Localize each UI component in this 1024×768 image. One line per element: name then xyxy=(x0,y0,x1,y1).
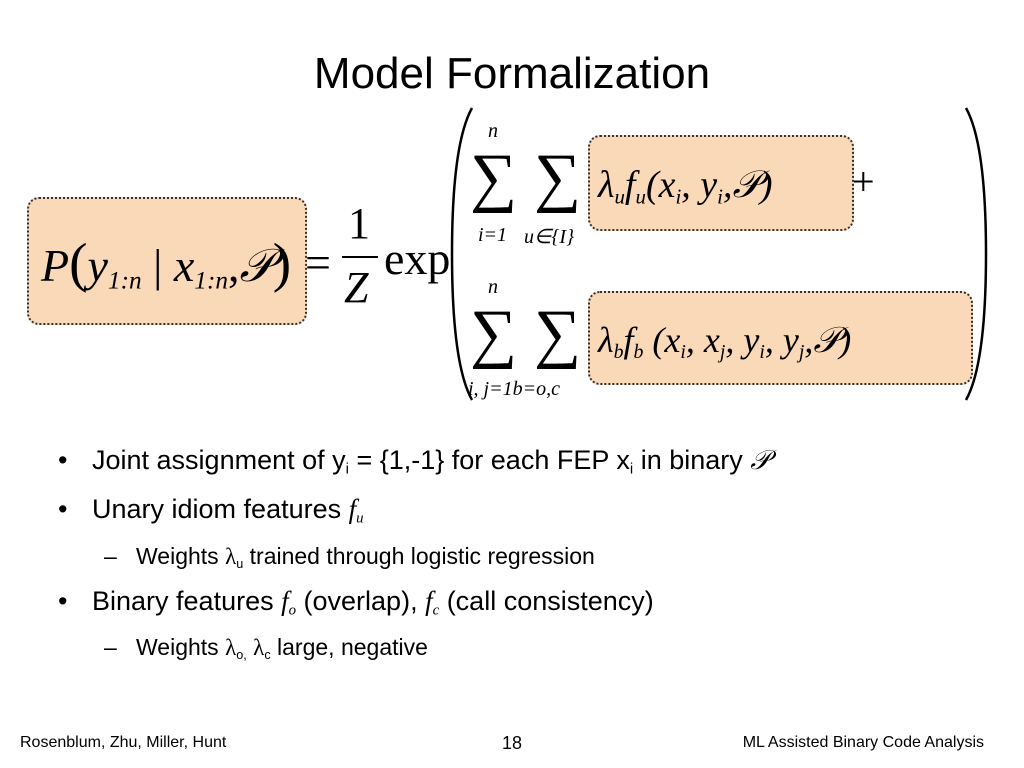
bullet-text-part: Binary features xyxy=(92,585,282,616)
footer-authors: Rosenblum, Zhu, Miller, Hunt xyxy=(20,734,227,751)
term2-p: ,𝒫) xyxy=(804,320,852,360)
bullet-text-part: Joint assignment of y xyxy=(92,445,346,475)
big-left-paren xyxy=(450,107,474,401)
lhs-close-paren: ) xyxy=(272,232,292,293)
bullet-text: Weights λu trained through logistic regr… xyxy=(136,539,595,581)
lambda-u: λ xyxy=(598,164,615,206)
bullet-text: Weights λo, λc large, negative xyxy=(136,630,428,672)
lhs-x-sub: 1:n xyxy=(194,266,229,295)
bullet-list: • Joint assignment of yi = {1,-1} for ea… xyxy=(58,440,978,672)
sum2-upper-limit: n xyxy=(488,276,498,298)
term2-yj: , y xyxy=(764,320,799,360)
term1-y-sub: i xyxy=(717,184,723,209)
lambda-u-sub: u xyxy=(614,184,625,209)
footer-presentation-title: ML Assisted Binary Code Analysis xyxy=(742,734,984,751)
symbol-sub: u xyxy=(356,510,364,527)
sum1-i-symbol: ∑ xyxy=(470,141,518,214)
bullet-text-part: Unary idiom features xyxy=(92,494,349,525)
symbol-sub: c xyxy=(432,602,440,619)
bullet-text-part: in binary xyxy=(633,445,751,475)
fraction-bar xyxy=(342,256,378,258)
bullet-text: Unary idiom features fu xyxy=(92,489,364,538)
subbullet-binary-weights: – Weights λo, λc large, negative xyxy=(104,630,978,672)
unary-term-box: λufu(xi, yi,𝒫) xyxy=(588,135,854,231)
binary-term-box: λbfb (xi, xj, yi, yj,𝒫) xyxy=(588,291,973,385)
symbol-sub: o, xyxy=(236,647,247,662)
slide-title: Model Formalization xyxy=(313,49,711,98)
prob-p: P xyxy=(41,240,70,291)
bullet-sub: i xyxy=(629,461,634,478)
lambda-symbol: λ xyxy=(225,635,237,661)
big-right-paren xyxy=(964,107,988,401)
lambda-b-sub: b xyxy=(613,340,624,363)
lhs-comma: , xyxy=(228,240,240,291)
fraction-denominator: Z xyxy=(344,263,369,312)
bullet-binary-features: • Binary features fo (overlap), fc (call… xyxy=(58,581,978,630)
bullet-text-part: Weights xyxy=(136,634,226,661)
lhs-x: x xyxy=(173,240,195,291)
term1-x: (x xyxy=(645,164,676,206)
sum1-lower-i: i=1 xyxy=(478,224,508,246)
dash-marker: – xyxy=(104,634,117,661)
bullet-text: Joint assignment of yi = {1,-1} for each… xyxy=(92,440,770,489)
bullet-text: Binary features fo (overlap), fc (call c… xyxy=(92,581,654,630)
sum1-upper-limit: n xyxy=(488,120,498,142)
sum2-ij-symbol: ∑ xyxy=(470,297,518,370)
script-p-symbol: 𝒫 xyxy=(750,445,770,475)
f-symbol: f xyxy=(281,585,289,616)
sum2-lower-limit: i, j=1b=o,c xyxy=(468,378,560,400)
bullet-joint-assignment: • Joint assignment of yi = {1,-1} for ea… xyxy=(58,440,978,489)
term1-x-sub: i xyxy=(675,184,682,209)
term2-xj-sub: j xyxy=(719,340,726,363)
dash-marker: – xyxy=(104,542,117,569)
term2-yj-sub: j xyxy=(798,340,805,363)
term2-yi-sub: i xyxy=(759,340,765,363)
subbullet-unary-weights: – Weights λu trained through logistic re… xyxy=(104,539,978,581)
fraction-numerator: 1 xyxy=(348,199,370,248)
lhs-probability-box: P(y1:n | x1:n,𝒫) xyxy=(27,197,307,325)
symbol-sub: o xyxy=(288,602,297,619)
symbol-sub: c xyxy=(264,647,271,662)
f-b-sub: b xyxy=(633,340,644,363)
term2-yi: , y xyxy=(725,320,760,360)
sum1-lower-u: u∈{I} xyxy=(524,226,575,248)
bullet-text-part: Weights xyxy=(136,542,226,569)
lhs-y: y xyxy=(87,240,108,291)
plus-sign: + xyxy=(852,159,875,204)
lhs-open-paren: ( xyxy=(69,232,88,293)
bullet-marker: • xyxy=(58,445,68,475)
bullet-marker: • xyxy=(58,494,68,525)
bullet-sub: i xyxy=(345,461,349,478)
bullet-unary-features: • Unary idiom features fu xyxy=(58,489,978,538)
f-u: f xyxy=(624,164,636,206)
sum1-u-symbol: ∑ xyxy=(534,141,582,214)
page-number: 18 xyxy=(501,733,523,753)
bullet-text-part: large, negative xyxy=(270,634,428,661)
lhs-script-p: 𝒫 xyxy=(239,240,273,291)
sum2-b-symbol: ∑ xyxy=(534,297,582,370)
lambda-symbol: λ xyxy=(225,543,237,569)
term2-xi: (x xyxy=(643,320,681,360)
lambda-b: λ xyxy=(598,320,614,360)
f-b: f xyxy=(623,320,634,360)
f-u-sub: u xyxy=(635,184,646,209)
symbol-sub: u xyxy=(236,556,244,571)
term2-xj: , x xyxy=(685,320,720,360)
term2-xi-sub: i xyxy=(680,340,686,363)
bullet-text-part: (overlap), xyxy=(296,585,426,616)
bullet-text-part: (call consistency) xyxy=(439,585,654,616)
term1-y: , y xyxy=(681,164,718,206)
bullet-marker: • xyxy=(58,585,68,616)
f-symbol: f xyxy=(348,494,357,525)
lhs-bar: | xyxy=(141,240,174,291)
term1-p: ,𝒫) xyxy=(722,164,773,206)
bullet-text-part: trained through logistic regression xyxy=(243,542,595,569)
bullet-text-part: = {1,-1} for each FEP x xyxy=(348,445,630,475)
lambda-symbol: λ xyxy=(253,635,265,661)
exp-function: exp xyxy=(384,233,451,284)
lhs-y-sub: 1:n xyxy=(107,266,142,295)
f-symbol: f xyxy=(425,585,433,616)
equals-sign: = xyxy=(305,237,331,288)
